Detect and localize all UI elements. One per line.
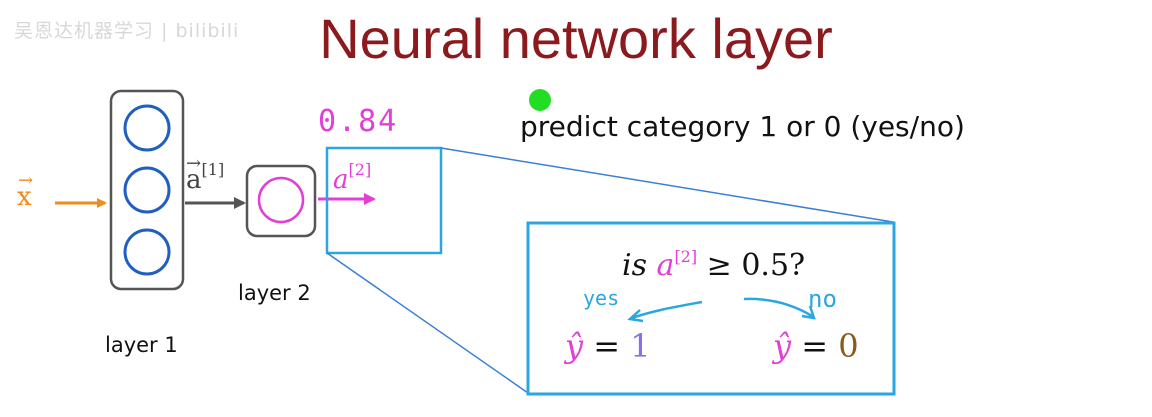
- layer2-box: [245, 164, 317, 238]
- zoom-detail-box: [526, 221, 896, 396]
- layer1-neuron: [123, 166, 171, 214]
- prediction-statement: predict category 1 or 0 (yes/no): [520, 110, 965, 143]
- zoom-source-box: [325, 146, 443, 255]
- zoom-connector-bottom: [326, 252, 529, 394]
- no-arrow: [743, 297, 813, 318]
- threshold-question: is a[2] ≥ 0.5?: [622, 247, 806, 283]
- layer2-neuron: [257, 176, 305, 224]
- yes-arrow: [631, 300, 703, 320]
- watermark: 吴恩达机器学习 | bilibili: [14, 20, 240, 42]
- laser-pointer-dot: [529, 89, 551, 111]
- layer1-activation-label: → a [1]: [186, 153, 225, 195]
- layer1-neuron: [123, 228, 171, 276]
- layer2-label: layer 2: [238, 281, 311, 305]
- output-value-annotation: 0.84: [318, 104, 399, 139]
- yes-label: yes: [583, 286, 620, 310]
- layer1-neuron: [123, 104, 171, 152]
- layer2-activation-label: a[2]: [333, 160, 372, 195]
- layer1-box: [109, 89, 185, 291]
- no-arrowhead: [801, 305, 816, 320]
- yes-arrowhead: [627, 309, 644, 323]
- no-label: no: [808, 285, 837, 313]
- slide-title: Neural network layer: [319, 7, 833, 70]
- layer1-label: layer 1: [105, 333, 178, 357]
- prediction-yes-result: ŷ = 1: [565, 327, 651, 365]
- input-vector-label: → x: [17, 170, 34, 212]
- prediction-no-result: ŷ = 0: [773, 327, 859, 365]
- zoom-connector-top: [440, 147, 894, 223]
